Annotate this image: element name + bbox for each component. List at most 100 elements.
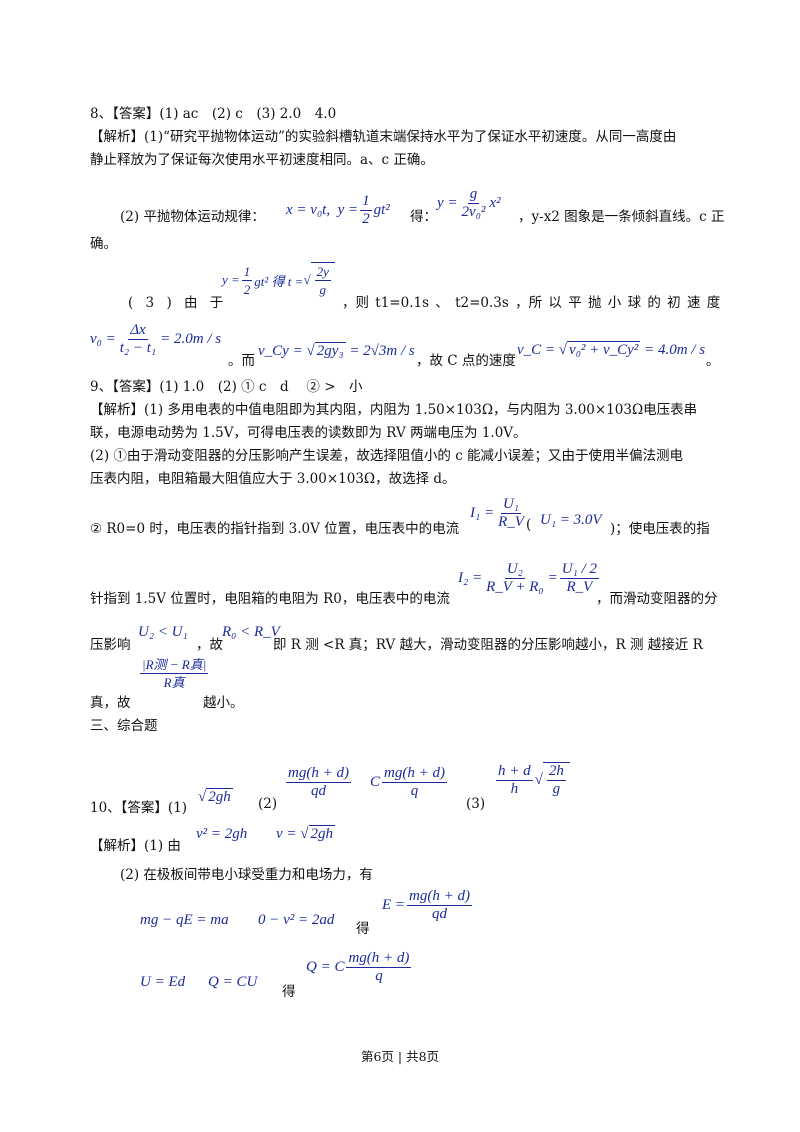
q10-ans2: mg(h + d)qd [284,765,353,800]
q10-answer-label: 10、【答案】(1) [90,800,188,816]
q10-eq-e-lhs: E = [382,897,406,913]
q10-analysis-1-intro: 【解析】(1) 由 [90,838,181,854]
q9-b-intro: ② R0=0 时，电压表的指针指到 3.0V 位置，电压表中的电流 [90,521,460,537]
eq-v0-num: Δx [128,322,148,340]
q10-ans3-rad-den: g [552,781,561,797]
q8-part2-de: 得： [410,209,437,225]
q10-eq-v2: v² = 2gh [196,826,248,842]
eq-i2-num: U₂ [504,561,525,579]
q10-eq-e-den: qd [432,906,448,922]
q9-eq-u1: U₁ = 3.0V [540,512,602,528]
eq-vc-rad: v₀² + v_Cy² [567,341,641,358]
q10-eq-q2-den: q [375,968,383,984]
eq-yx-lhs: y = [437,195,458,211]
q10-eq-q2: Q = C mg(h + d)q [306,950,413,985]
eq-t-lhs: y = [222,272,240,287]
q10-ans2b: C mg(h + d)q [370,765,449,800]
q10-ans3-den: h [510,780,519,797]
eq-vcy-rhs: = 2√3m / s [349,343,415,359]
eq-i2-num2: U₁ / 2 [559,561,599,579]
eq-yx-num: g [467,186,480,204]
q10-ans2-label: (2) [258,796,278,812]
eq-y-den: 2 [362,211,370,227]
q10-de-2: 得 [282,984,296,1000]
q10-ans3-num: h + d [496,762,533,781]
q10-ans2-num: mg(h + d) [286,765,351,783]
q9-b2-intro: 针指到 1.5V 位置时，电阻箱的电阻为 R0，电压表中的电流 [90,591,450,607]
q8-part3-intro: ( 3 ) 由 于 [128,295,228,311]
eq-err-num: |R测 − R真| [140,657,209,674]
eq-i2-den2: R_V [566,579,593,595]
eq-t-mid: gt² 得 t = [254,273,304,289]
q10-ans2-den: qd [310,783,326,799]
q8-part2-tail: ，y-x2 图象是一条倾斜直线。c 正 [518,209,725,225]
q10-eq-v: v = √2gh [276,825,336,842]
q8-part3-end: 。 [706,353,720,369]
eq-i2-den: R_V + R₀ [486,579,544,595]
q10-eq-q2-lhs: Q = C [306,959,345,975]
eq-i1-den: R_V [498,514,524,530]
q9-analysis-1a: 【解析】(1) 多用电表的中值电阻即为其内阻，内阻为 1.50×103Ω，与内阻… [90,402,698,418]
q10-de-1: 得 [356,921,370,937]
q8-analysis-1b: 静止释放为了保证每次使用水平初速度相同。a、c 正确。 [90,152,434,168]
q9-b4-tail: 越小。 [203,695,244,711]
q9-eq-u2: U₂ < U₁ [138,624,188,640]
eq-err-den: R真 [163,675,185,690]
eq-yx-den: 2v₀² [461,204,486,220]
eq-yx-rhs: x² [489,195,501,211]
q10-eq-e: E = mg(h + d)qd [382,888,474,923]
q9-b-paren-open: ( [526,517,532,533]
q8-analysis-1a: 【解析】(1)“研究平抛物体运动”的实验斜槽轨道末端保持水平为了保证水平初速度。… [90,129,677,145]
q10-eq-newton: mg − qE = ma [140,912,229,928]
eq-v0-lhs: v₀ = [90,331,116,347]
eq-t-den: 2 [243,281,251,297]
q9-answer: 9、【答案】(1) 1.0 (2) ① c d ② > 小 [90,379,363,395]
q10-ans3-label: (3) [466,796,486,812]
q9-b4-intro: 真，故 [90,695,131,711]
eq-y-lhs: y = [337,202,359,218]
eq-vc-lhs: v_C = [517,342,556,358]
q10-eq-q: Q = CU [208,974,258,990]
q10-eq-kinematic: 0 − v² = 2ad [258,912,335,928]
eq-i1-lhs: I₁ = [470,505,495,521]
q10-ans2b-num: mg(h + d) [382,765,447,783]
q10-ans2b-den: q [410,783,419,799]
q9-analysis-2b: 压表内阻，电阻箱最大阻值应大于 3.00×103Ω，故选择 d。 [90,471,456,487]
q8-eq-vcy: v_Cy = √2gy₃ = 2√3m / s [258,342,415,359]
eq-y-num: 1 [360,193,372,211]
q10-analysis-2-intro: (2) 在极板间带电小球受重力和电场力，有 [120,867,373,883]
q10-ans2b-c: C [370,774,381,790]
q8-part3-gu: ，故 C 点的速度 [416,353,516,369]
q9-b3-intro: 压影响 [90,637,131,653]
q8-part2-end: 确。 [90,236,117,252]
q8-part3-er: 。而 [228,353,255,369]
eq-t-num: 1 [241,263,253,281]
eq-vc-rhs: = 4.0m / s [644,342,706,358]
q8-answer: 8、【答案】(1) ac (2) c (3) 2.0 4.0 [90,106,337,122]
eq-vcy-rad: 2gy₃ [314,342,346,359]
q10-ans1: √2gh [198,788,233,805]
q9-b-paren-close: )；使电压表的指 [610,521,710,537]
eq-i2-eq: = [547,570,558,586]
q8-part3-mid: ，则 t1=0.1s 、 t2=0.3s ，所 以 平 抛 小 球 的 初 速 … [342,295,721,311]
eq-i1-num: U₁ [500,496,522,514]
eq-i2-lhs: I₂ = [458,570,483,586]
eq-v0-rhs: = 2.0m / s [160,331,222,347]
q8-eq-vc: v_C = √v₀² + v_Cy² = 4.0m / s [517,341,706,358]
q9-b3-mid: ，故 [196,637,223,653]
eq-t-rad-den: g [319,282,326,297]
q10-eq-q2-num: mg(h + d) [346,950,412,968]
q9-b3-tail: 即 R 测 <R 真；RV 越大，滑动变阻器的分压影响越小，R 测 越接近 R [273,637,703,653]
q9-eq-r0: R₀ < R_V [222,624,280,640]
q9-analysis-2a: (2) ①由于滑动变阻器的分压影响产生误差，故选择阻值小的 c 能减小误差；又由… [90,448,684,464]
eq-v0-den: t₂ − t₁ [119,340,157,356]
q9-eq-err: |R测 − R真|R真 [138,656,210,691]
q10-eq-e-num: mg(h + d) [407,888,472,906]
